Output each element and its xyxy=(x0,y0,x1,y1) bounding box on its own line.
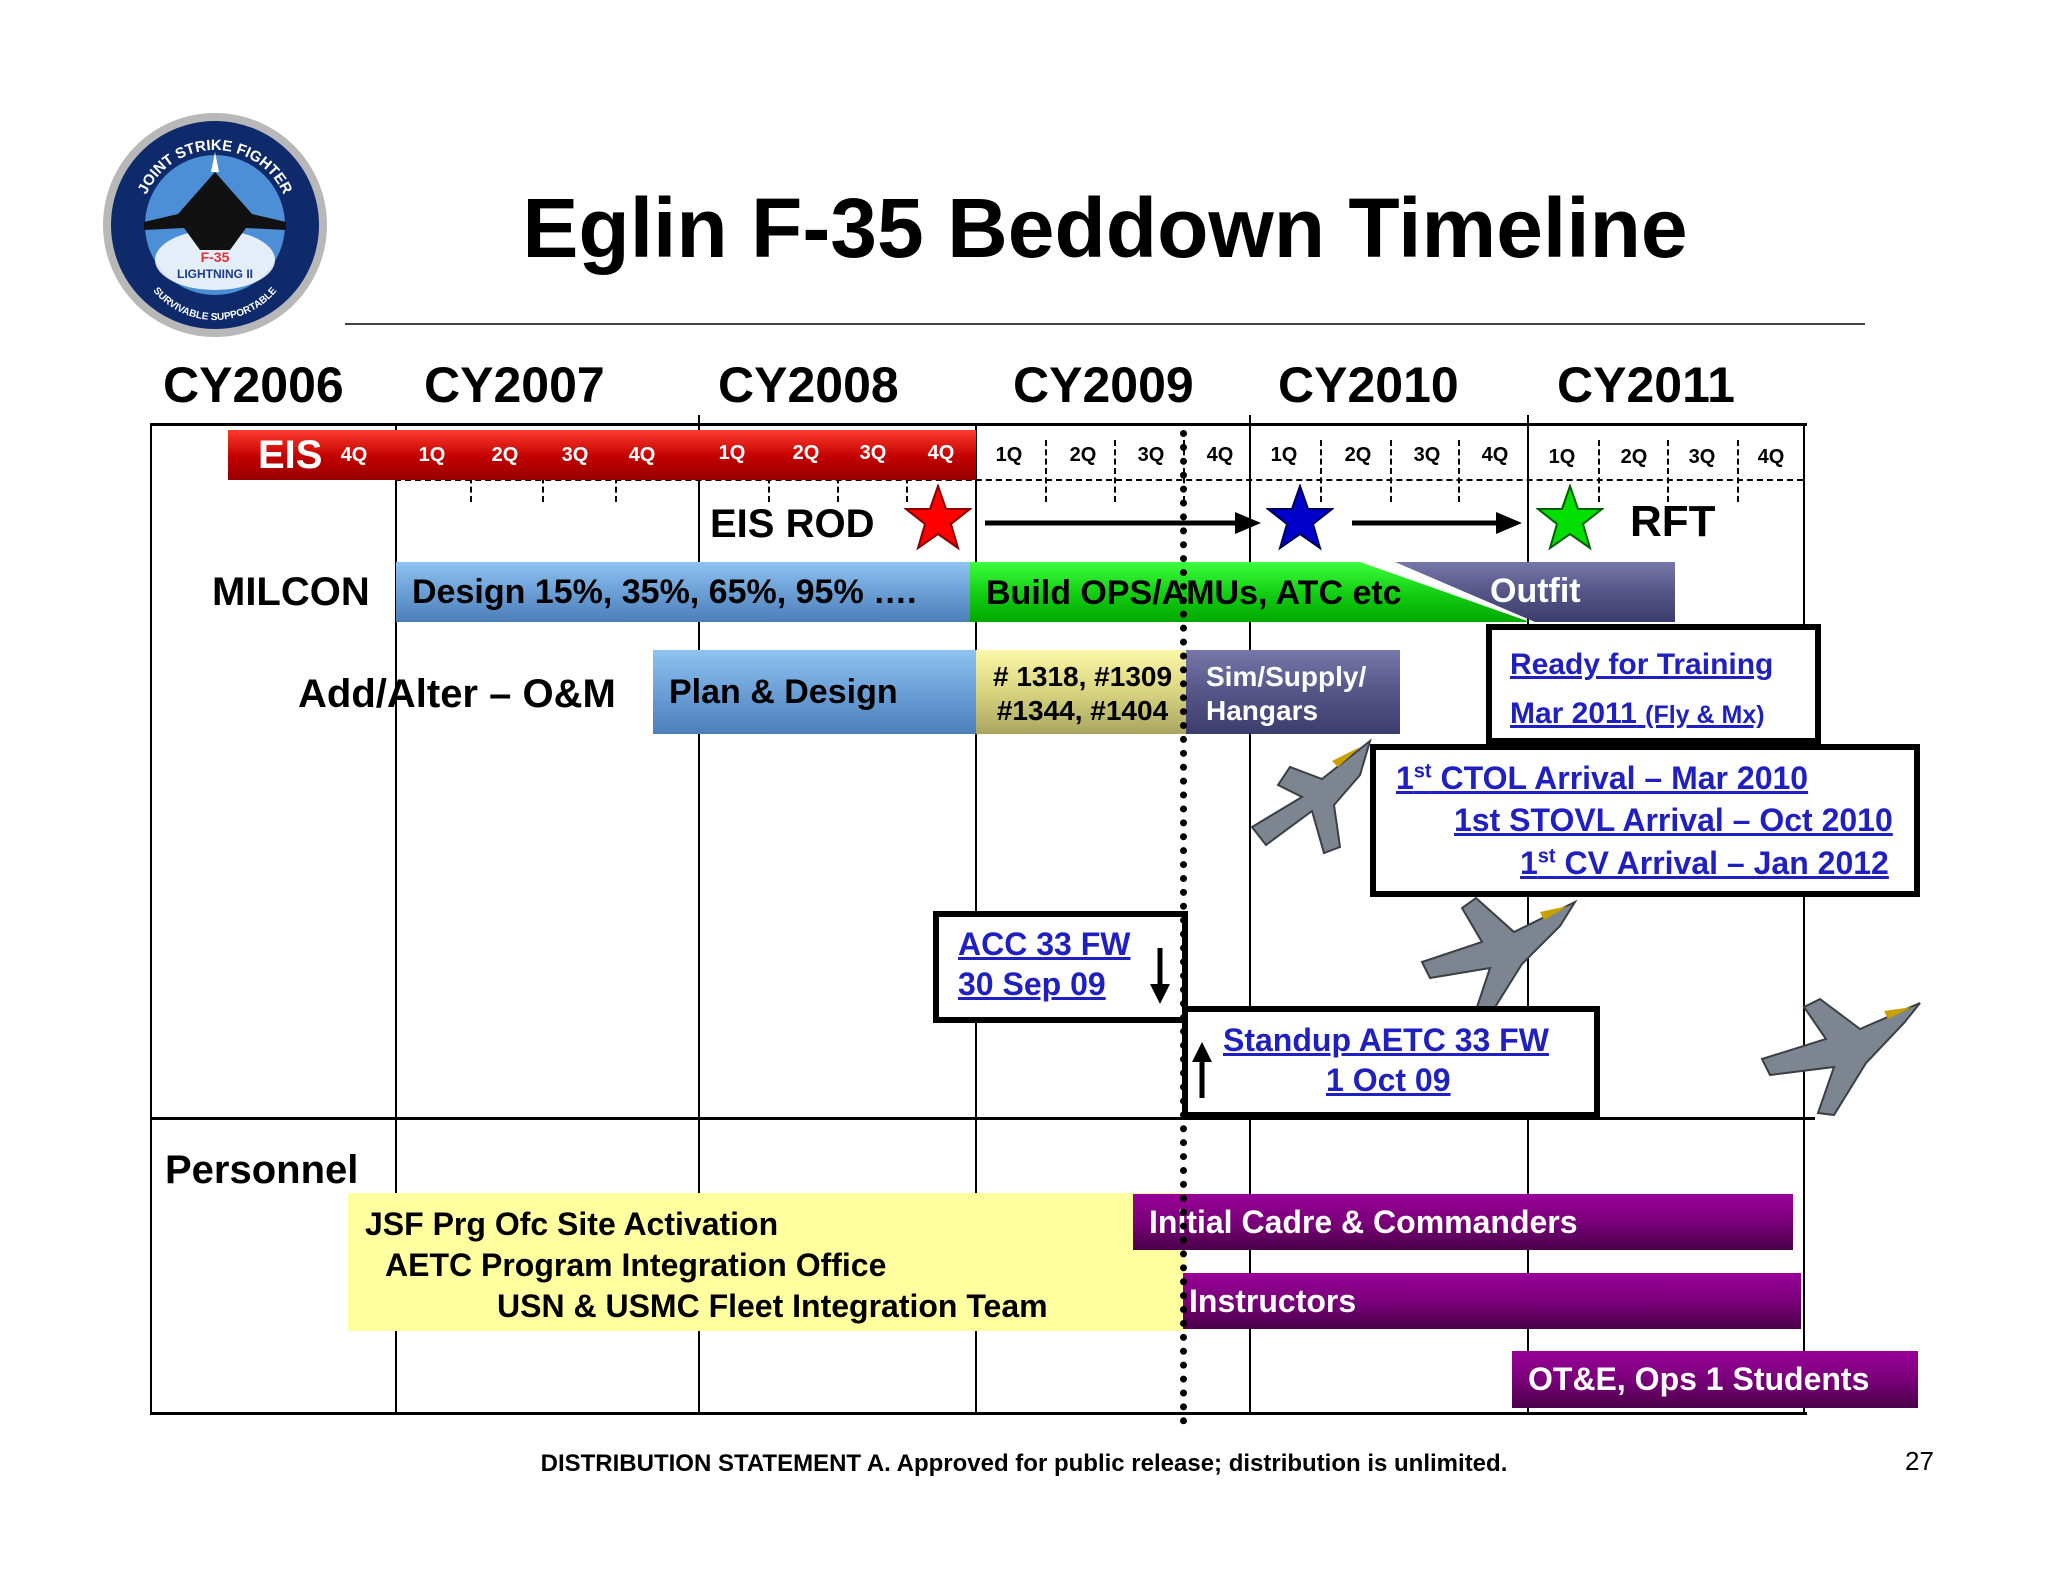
ctol-arrival[interactable]: 1st CTOL Arrival – Mar 2010 xyxy=(1396,760,1809,796)
quarter-label: 4Q xyxy=(1206,444,1234,466)
year-2010: CY2010 xyxy=(1278,357,1459,413)
jsf-logo: JOINT STRIKE FIGHTER SURVIVABLE SUPPORTA… xyxy=(100,110,330,340)
sim-supply-text: Sim/Supply/Hangars xyxy=(1206,661,1367,726)
personnel-label: Personnel xyxy=(165,1148,359,1192)
quarter-label: 4Q xyxy=(1757,446,1785,468)
acc-line1[interactable]: ACC 33 FW xyxy=(958,926,1131,962)
quarter-label: 1Q xyxy=(1270,444,1298,466)
grid-top-line xyxy=(150,423,1807,426)
quarter-label: 4Q xyxy=(1481,444,1509,466)
eis-label: EIS xyxy=(258,433,323,477)
grid-line-2010 xyxy=(1249,415,1251,1415)
arrow-right-icon xyxy=(985,512,1261,534)
quarter-label: 1Q xyxy=(995,444,1023,466)
grid-line-2008 xyxy=(698,415,700,1415)
year-2006: CY2006 xyxy=(163,357,344,413)
quarter-tick xyxy=(1737,440,1739,502)
plan-design-bar: Plan & Design xyxy=(653,650,976,734)
quarter-tick xyxy=(1320,440,1322,502)
build-label: Build OPS/AMUs, ATC etc xyxy=(986,574,1402,612)
rft-box-line2[interactable]: Mar 2011 (Fly & Mx) xyxy=(1510,697,1765,730)
personnel-yellow-bar xyxy=(348,1193,1186,1331)
instructors-bar: Instructors xyxy=(1183,1273,1801,1329)
quarter-label: 3Q xyxy=(859,442,887,464)
arrow-right-icon xyxy=(1352,512,1522,534)
outfit-label: Outfit xyxy=(1490,572,1581,610)
aetc-line2[interactable]: 1 Oct 09 xyxy=(1326,1062,1451,1098)
quarter-label: 3Q xyxy=(1413,444,1441,466)
page-title: Eglin F-35 Beddown Timeline xyxy=(522,181,1688,275)
aetc-box xyxy=(1182,1006,1600,1118)
sim-supply-bar xyxy=(1186,650,1400,734)
title-rule xyxy=(345,323,1865,325)
grid-left-line xyxy=(150,423,152,1415)
quarter-tick xyxy=(1458,440,1460,502)
add-alter-label: Add/Alter – O&M xyxy=(298,672,616,716)
quarter-label: 2Q xyxy=(491,444,519,466)
grid-right-line xyxy=(1803,423,1805,1415)
f35-aircraft-image xyxy=(1250,738,1372,855)
milcon-design-bar: Design 15%, 35%, 65%, 95% …. xyxy=(396,562,974,622)
quarter-label: 3Q xyxy=(561,444,589,466)
quarter-label: 2Q xyxy=(1620,446,1648,468)
acc-line2[interactable]: 30 Sep 09 xyxy=(958,966,1106,1002)
arrow-down-icon xyxy=(1150,948,1170,1004)
year-2009: CY2009 xyxy=(1013,357,1194,413)
quarter-tick xyxy=(1114,440,1116,502)
page-number: 27 xyxy=(1905,1446,1934,1476)
quarter-label: 2Q xyxy=(1069,444,1097,466)
cv-arrival[interactable]: 1st CV Arrival – Jan 2012 xyxy=(1520,845,1889,881)
personnel-item: AETC Program Integration Office xyxy=(385,1247,887,1283)
quarter-label: 1Q xyxy=(1548,446,1576,468)
red-star-icon xyxy=(904,484,972,551)
stovl-arrival[interactable]: 1st STOVL Arrival – Oct 2010 xyxy=(1454,802,1893,838)
svg-text:LIGHTNING II: LIGHTNING II xyxy=(177,267,253,281)
quarter-tick xyxy=(1390,440,1392,502)
rft-box xyxy=(1486,624,1821,744)
grid-bottom-line xyxy=(150,1412,1807,1415)
eis-bar xyxy=(228,430,976,480)
cadre-bar: Initial Cadre & Commanders xyxy=(1133,1194,1793,1250)
eis-rod-label: EIS ROD xyxy=(710,502,875,546)
year-2011: CY2011 xyxy=(1557,357,1735,413)
quarter-label: 4Q xyxy=(927,442,955,464)
quarter-label: 2Q xyxy=(792,442,820,464)
year-2007: CY2007 xyxy=(424,357,605,413)
personnel-item: USN & USMC Fleet Integration Team xyxy=(497,1288,1048,1324)
projects-bar xyxy=(976,650,1186,734)
quarter-label: 4Q xyxy=(628,444,656,466)
distribution-statement: DISTRIBUTION STATEMENT A. Approved for p… xyxy=(540,1450,1508,1477)
dotted-date-line xyxy=(1180,430,1187,1425)
f35-aircraft-image xyxy=(1420,896,1578,1014)
quarter-label: 2Q xyxy=(1344,444,1372,466)
f35-aircraft-image xyxy=(1760,997,1921,1117)
quarter-label: 3Q xyxy=(1137,444,1165,466)
grid-line-2007 xyxy=(395,423,397,1415)
milcon-label: MILCON xyxy=(212,570,370,614)
quarter-tick xyxy=(1598,440,1600,502)
quarter-tick xyxy=(1045,440,1047,502)
grid-line-2011 xyxy=(1527,415,1529,1415)
acc-box xyxy=(933,911,1188,1023)
blue-star-icon xyxy=(1266,484,1334,551)
aetc-line1[interactable]: Standup AETC 33 FW xyxy=(1223,1022,1549,1058)
svg-text:F-35: F-35 xyxy=(201,249,230,265)
quarter-tick xyxy=(1667,440,1669,502)
quarter-label: 3Q xyxy=(1688,446,1716,468)
personnel-divider xyxy=(150,1117,1815,1120)
arrivals-box xyxy=(1370,744,1920,897)
quarter-label: 1Q xyxy=(418,444,446,466)
rft-box-line1[interactable]: Ready for Training xyxy=(1510,648,1774,681)
students-bar: OT&E, Ops 1 Students xyxy=(1512,1351,1918,1408)
green-star-icon xyxy=(1536,484,1604,551)
quarter-label: 4Q xyxy=(340,444,368,466)
projects-text: # 1318, #1309#1344, #1404 xyxy=(992,661,1173,726)
quarter-dash-line xyxy=(395,479,1803,481)
quarter-label: 1Q xyxy=(718,442,746,464)
rft-label: RFT xyxy=(1630,497,1716,546)
personnel-item: JSF Prg Ofc Site Activation xyxy=(365,1206,779,1242)
year-2008: CY2008 xyxy=(718,357,899,413)
arrow-up-icon xyxy=(1192,1042,1212,1098)
